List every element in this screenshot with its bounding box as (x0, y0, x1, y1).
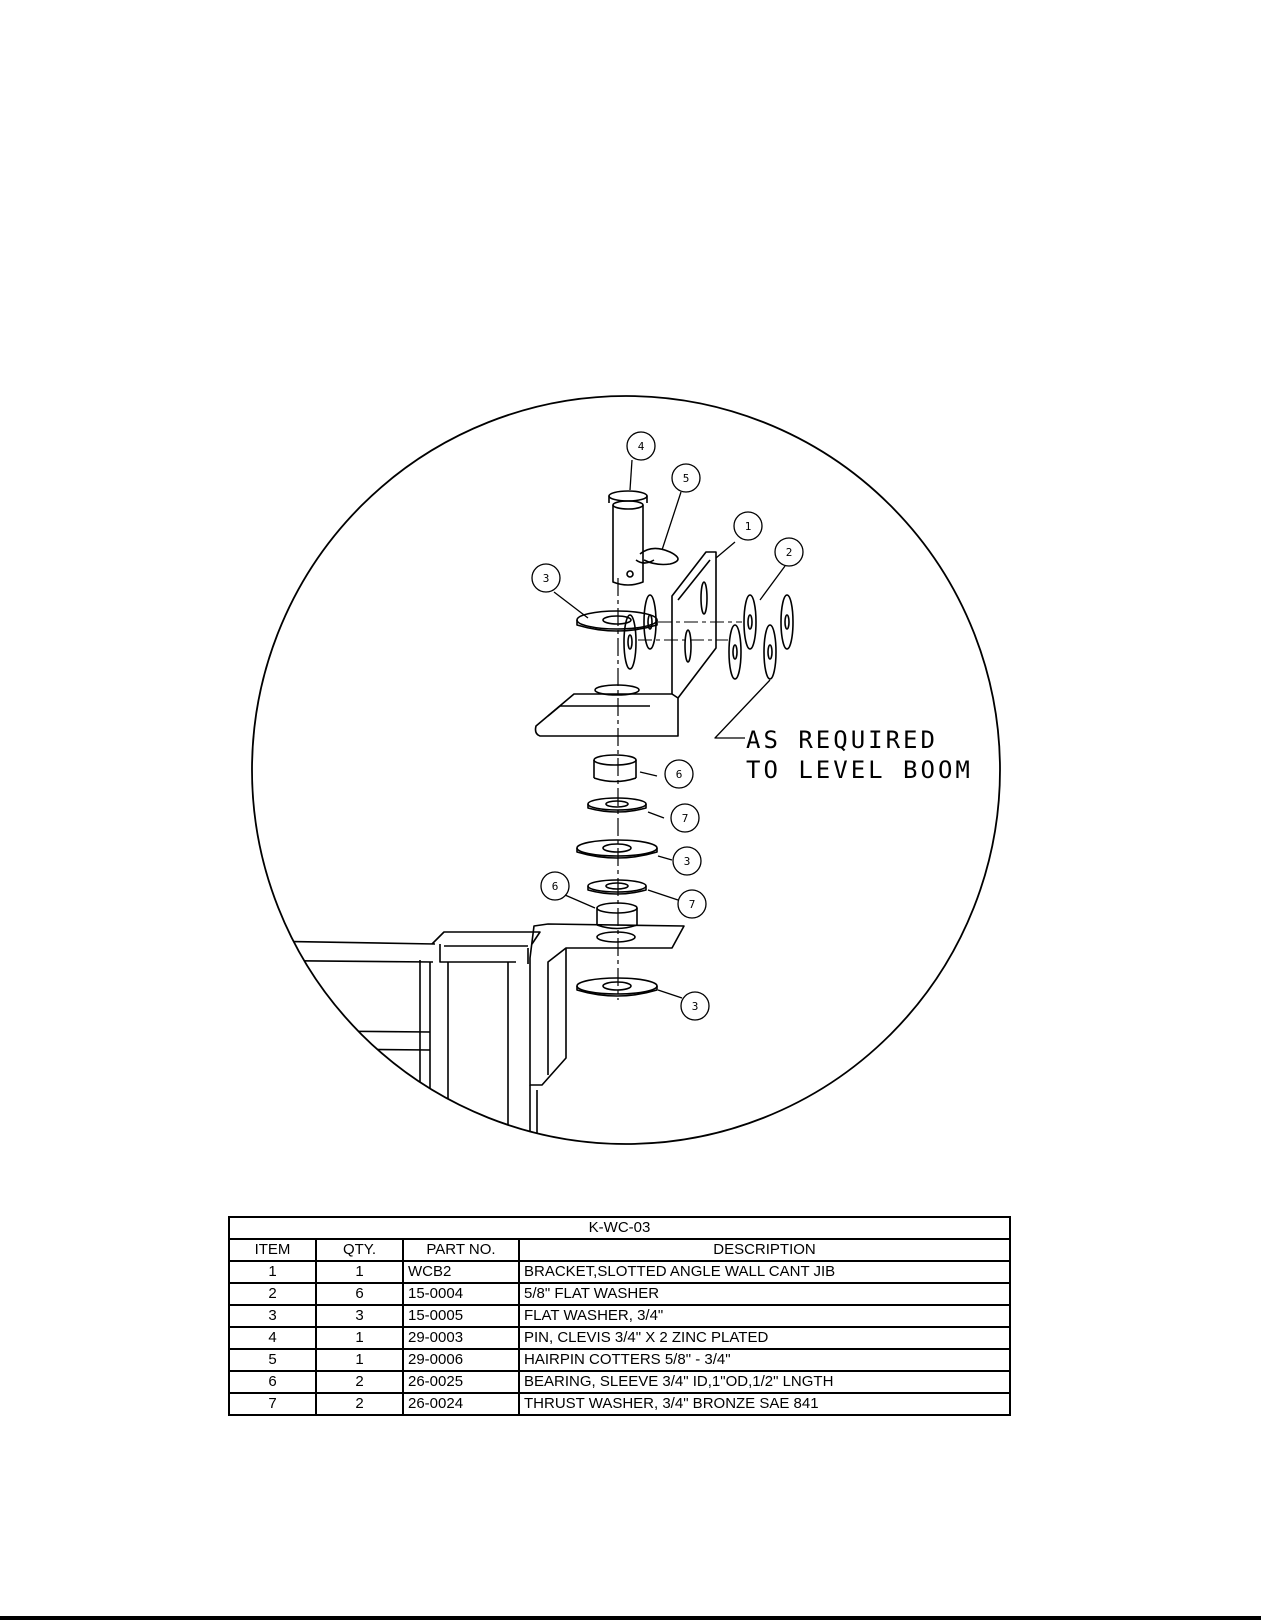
cell-qty: 2 (315, 1370, 404, 1394)
bottom-border-rule (0, 1616, 1261, 1620)
washer-stack-2 (623, 594, 794, 680)
cell-qty: 6 (315, 1282, 404, 1306)
callout-7-lower: 7 (689, 898, 696, 911)
cell-item: 5 (228, 1348, 317, 1372)
cell-description: PIN, CLEVIS 3/4" X 2 ZINC PLATED (518, 1326, 1011, 1350)
bom-title-row: K-WC-03 (228, 1216, 1011, 1240)
callout-6-upper: 6 (676, 768, 683, 781)
cell-item: 7 (228, 1392, 317, 1416)
cell-part-no: 29-0003 (402, 1326, 520, 1350)
flat-washer-3-middle (576, 839, 658, 859)
clevis-pin-4 (608, 490, 648, 586)
cell-description: 5/8" FLAT WASHER (518, 1282, 1011, 1306)
thrust-washer-7-lower (587, 879, 647, 895)
callout-2: 2 (786, 546, 793, 559)
cell-qty: 1 (315, 1260, 404, 1284)
bearing-6-lower (596, 902, 638, 930)
detail-circle (251, 395, 1001, 1145)
cell-part-no: 26-0025 (402, 1370, 520, 1394)
cell-description: BRACKET,SLOTTED ANGLE WALL CANT JIB (518, 1260, 1011, 1284)
lower-bracket (529, 923, 685, 1086)
callout-1: 1 (745, 520, 752, 533)
cell-description: HAIRPIN COTTERS 5/8" - 3/4" (518, 1348, 1011, 1372)
leader-lines (553, 459, 786, 999)
cell-qty: 1 (315, 1348, 404, 1372)
cell-qty: 1 (315, 1326, 404, 1350)
cell-description: BEARING, SLEEVE 3/4" ID,1"OD,1/2" LNGTH (518, 1370, 1011, 1394)
cell-description: THRUST WASHER, 3/4" BRONZE SAE 841 (518, 1392, 1011, 1416)
cell-qty: 2 (315, 1392, 404, 1416)
header-part-no: PART NO. (402, 1238, 520, 1262)
cell-item: 6 (228, 1370, 317, 1394)
cell-item: 4 (228, 1326, 317, 1350)
callout-6-lower: 6 (552, 880, 559, 893)
note-line-2: TO LEVEL BOOM (746, 756, 973, 784)
bom-title: K-WC-03 (228, 1216, 1011, 1240)
cell-part-no: 26-0024 (402, 1392, 520, 1416)
bom-header-row: ITEM QTY. PART NO. DESCRIPTION (228, 1238, 1011, 1262)
bill-of-materials-table: K-WC-03 ITEM QTY. PART NO. DESCRIPTION 1… (228, 1216, 1011, 1416)
cell-item: 3 (228, 1304, 317, 1328)
header-item: ITEM (228, 1238, 317, 1262)
angle-bracket-1 (534, 551, 717, 737)
callout-7-upper: 7 (682, 812, 689, 825)
cell-part-no: 15-0005 (402, 1304, 520, 1328)
callout-3-middle: 3 (684, 855, 691, 868)
header-description: DESCRIPTION (518, 1238, 1011, 1262)
header-qty: QTY. (315, 1238, 404, 1262)
flat-washer-3-bottom (576, 977, 658, 997)
hairpin-cotter-5 (635, 547, 679, 566)
cell-item: 1 (228, 1260, 317, 1284)
callout-5: 5 (683, 472, 690, 485)
callout-bubbles (531, 431, 804, 1021)
bearing-6-upper (593, 754, 637, 783)
thrust-washer-7-upper (587, 797, 647, 813)
cell-description: FLAT WASHER, 3/4" (518, 1304, 1011, 1328)
cell-part-no: 15-0004 (402, 1282, 520, 1306)
callout-4: 4 (638, 440, 645, 453)
cell-qty: 3 (315, 1304, 404, 1328)
callout-3-top: 3 (543, 572, 550, 585)
note-line-1: AS REQUIRED (746, 726, 938, 754)
cell-part-no: WCB2 (402, 1260, 520, 1284)
callout-3-bottom: 3 (692, 1000, 699, 1013)
flat-washer-3-top (576, 610, 658, 632)
cell-item: 2 (228, 1282, 317, 1306)
cell-part-no: 29-0006 (402, 1348, 520, 1372)
